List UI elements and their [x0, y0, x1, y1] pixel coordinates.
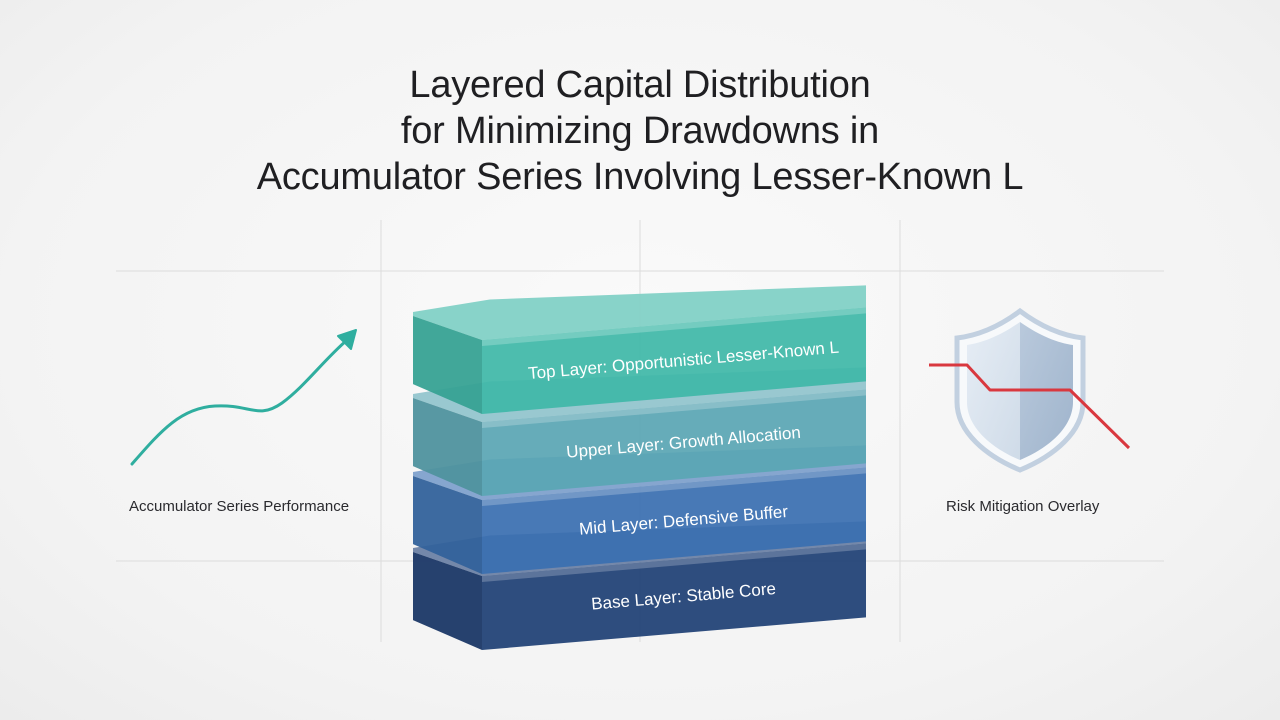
- layer-top-face: [413, 285, 866, 340]
- layer-side-face: [413, 552, 482, 650]
- layer-side-face: [413, 316, 482, 414]
- layer-front-highlight: [482, 307, 866, 346]
- drawdown-line: [929, 363, 1131, 450]
- title-line-1: Layered Capital Distribution: [409, 64, 871, 106]
- title-line-3: Accumulator Series Involving Lesser-Know…: [256, 156, 1024, 198]
- shield-icon: [929, 307, 1131, 473]
- page-title: Layered Capital Distribution for Minimiz…: [0, 62, 1280, 200]
- layer-side-face: [413, 476, 482, 574]
- layer-front-highlight: [482, 467, 866, 506]
- layer-side-face: [413, 398, 482, 496]
- right-panel-caption: Risk Mitigation Overlay: [946, 498, 1100, 515]
- title-line-2: for Minimizing Drawdowns in: [400, 110, 880, 152]
- left-panel-caption: Accumulator Series Performance: [129, 498, 350, 515]
- layer-front-highlight: [482, 543, 866, 582]
- rising-trend-arrow-icon: [130, 329, 357, 466]
- layer-block-1: Top Layer: Opportunistic Lesser-Known L: [413, 285, 866, 414]
- layer-front-highlight: [482, 389, 866, 428]
